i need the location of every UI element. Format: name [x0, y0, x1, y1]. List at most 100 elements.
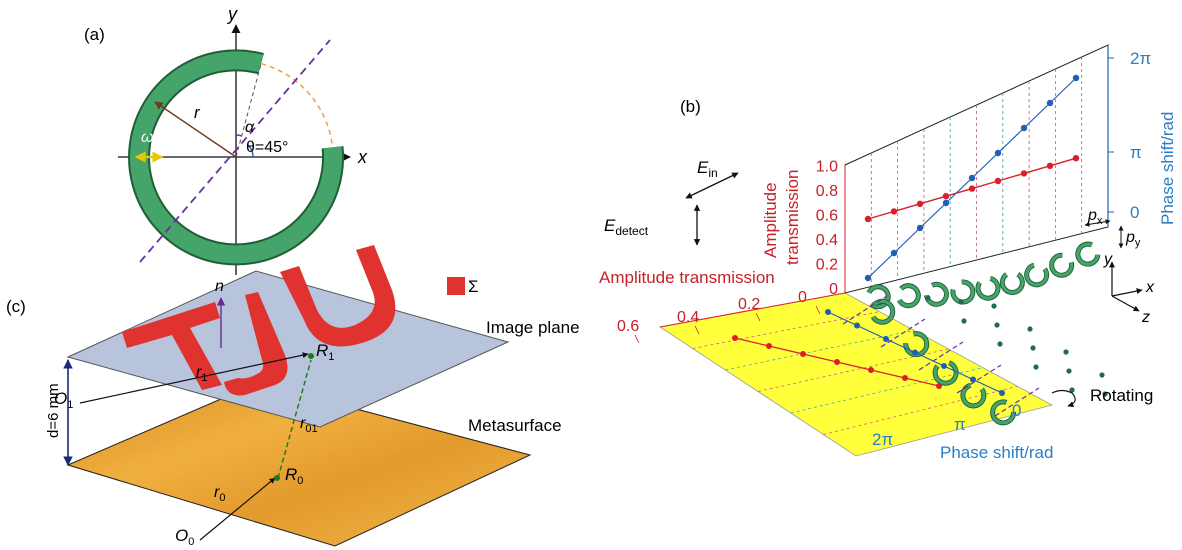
amplitude-point	[1072, 155, 1080, 162]
amplitude-point	[968, 185, 976, 192]
r1-label: r1	[196, 364, 207, 384]
phase-point	[890, 249, 898, 257]
floor-dot	[958, 299, 964, 305]
amp-bottom-tick	[694, 325, 700, 335]
floor-amplitude-point	[902, 375, 908, 381]
symmetry-axis-45	[139, 39, 331, 263]
gap-arc	[260, 62, 334, 148]
floor-amplitude-point	[868, 367, 874, 373]
ring-element-fill	[1000, 272, 1024, 295]
floor-dot	[1102, 391, 1108, 397]
r01-vector	[277, 359, 312, 479]
amp-tick-label: 0.6	[816, 208, 838, 225]
sigma-legend-label: Σ	[468, 277, 479, 296]
floor-ring-fill	[871, 299, 895, 324]
panel-a-y-label: y	[226, 4, 238, 24]
floor-dot	[925, 295, 931, 301]
panel-c-label: (c)	[6, 297, 26, 316]
floor-phase-point	[825, 309, 831, 315]
floor-ring-fill	[904, 332, 929, 357]
floor-dot	[1066, 368, 1072, 374]
amp-bottom-tick	[815, 305, 821, 315]
radius-arrow	[154, 101, 237, 158]
amp-title-2: transmission	[783, 170, 802, 265]
vertical-plane-gridlines	[870, 57, 1083, 287]
phase-point	[1046, 99, 1054, 107]
py-label: py	[1125, 229, 1141, 249]
floor-amplitude-point	[834, 359, 840, 365]
floor-dot	[1030, 345, 1036, 351]
ring-element-fill	[1076, 242, 1100, 266]
r1-vector	[79, 352, 309, 404]
omega-label: ω	[141, 129, 153, 146]
ring-element-fill	[897, 284, 920, 308]
tju-letters	[122, 245, 396, 396]
triad-x-label: x	[1145, 279, 1155, 296]
R1-point	[308, 353, 314, 359]
phase-point	[942, 199, 950, 207]
theta-label: θ=45°	[246, 139, 288, 156]
phase-bottom-tick-label: π	[954, 415, 966, 434]
amp-tick-label: 0.4	[816, 232, 838, 249]
floor-phase-point	[912, 349, 918, 356]
r0-label: r0	[214, 484, 225, 504]
distance-label: d=6 mm	[45, 383, 62, 438]
floor-ring-fill	[961, 383, 986, 408]
floor-axis-line	[880, 318, 926, 348]
phase-point	[968, 174, 976, 182]
metasurface-label: Metasurface	[468, 416, 562, 435]
panel-b: (b) Ein Edetect 00.20.40.60.81.0 Amplitu…	[599, 44, 1177, 462]
e-detect-label: Edetect	[604, 216, 649, 238]
rotating-arrow	[1051, 389, 1076, 408]
ring-element-fill	[924, 282, 949, 306]
amp-ticks: 0 0.2 0.4 0.6 0.8 1.0	[816, 159, 838, 299]
split-ring-fill	[130, 51, 343, 264]
floor-amplitude-point	[936, 383, 942, 389]
floor-gridline	[692, 311, 880, 349]
floor-dot	[1033, 364, 1039, 370]
O1-label: O1	[54, 389, 73, 411]
floor-axis-line	[956, 364, 1002, 394]
ring-floor	[842, 295, 1108, 426]
amplitude-point	[1020, 170, 1028, 177]
panel-a-label: (a)	[84, 25, 105, 44]
amp-bottom-tick-label: 0	[798, 289, 807, 306]
panel-a: (a) x y r α θ=45° ω	[84, 4, 368, 275]
amp-bottom-ticks: 00.20.40.6	[617, 289, 846, 344]
phase-bottom-tick-label: 0	[1012, 401, 1021, 420]
px-arrow	[1084, 219, 1111, 227]
panel-c: (c) Σ Metasurface Image plane d=6 mm n	[6, 245, 580, 548]
theta-arc	[247, 144, 254, 158]
alpha-line	[235, 63, 262, 158]
amp-tick-label: 0.2	[816, 257, 838, 274]
ring-row	[866, 241, 1101, 310]
triad-z-label: z	[1141, 309, 1150, 326]
floor-phase-point	[970, 376, 976, 383]
r01-label: r01	[300, 415, 318, 435]
amplitude-point	[916, 200, 924, 207]
floor-amplitude-point	[800, 351, 806, 357]
phase-bottom-title: Phase shift/rad	[940, 443, 1053, 462]
vertical-series	[864, 74, 1080, 282]
amp-title-1: Amplitude	[761, 182, 780, 258]
O0-label: O0	[175, 526, 194, 548]
amp-tick-label: 0	[829, 281, 838, 298]
bottom-plane	[658, 292, 1054, 457]
sigma-legend-swatch	[447, 277, 465, 295]
amp-tick-label: 0.8	[816, 183, 838, 200]
ring-element-fill	[976, 276, 1000, 300]
metasurface-plane	[66, 382, 532, 547]
floor-phase-point	[941, 363, 947, 369]
floor-amplitude-point	[732, 335, 738, 341]
panel-a-x-label: x	[357, 147, 368, 167]
normal-label: n	[215, 278, 224, 295]
amp-bottom-tick-label: 0.4	[677, 309, 699, 326]
amp-bottom-tick-label: 0.6	[617, 318, 639, 335]
phase-point	[1020, 124, 1028, 132]
amp-tick-label: 1.0	[816, 159, 838, 176]
R0-label: R0	[285, 465, 303, 487]
floor-phase-point	[854, 322, 860, 329]
amplitude-point	[942, 193, 950, 200]
